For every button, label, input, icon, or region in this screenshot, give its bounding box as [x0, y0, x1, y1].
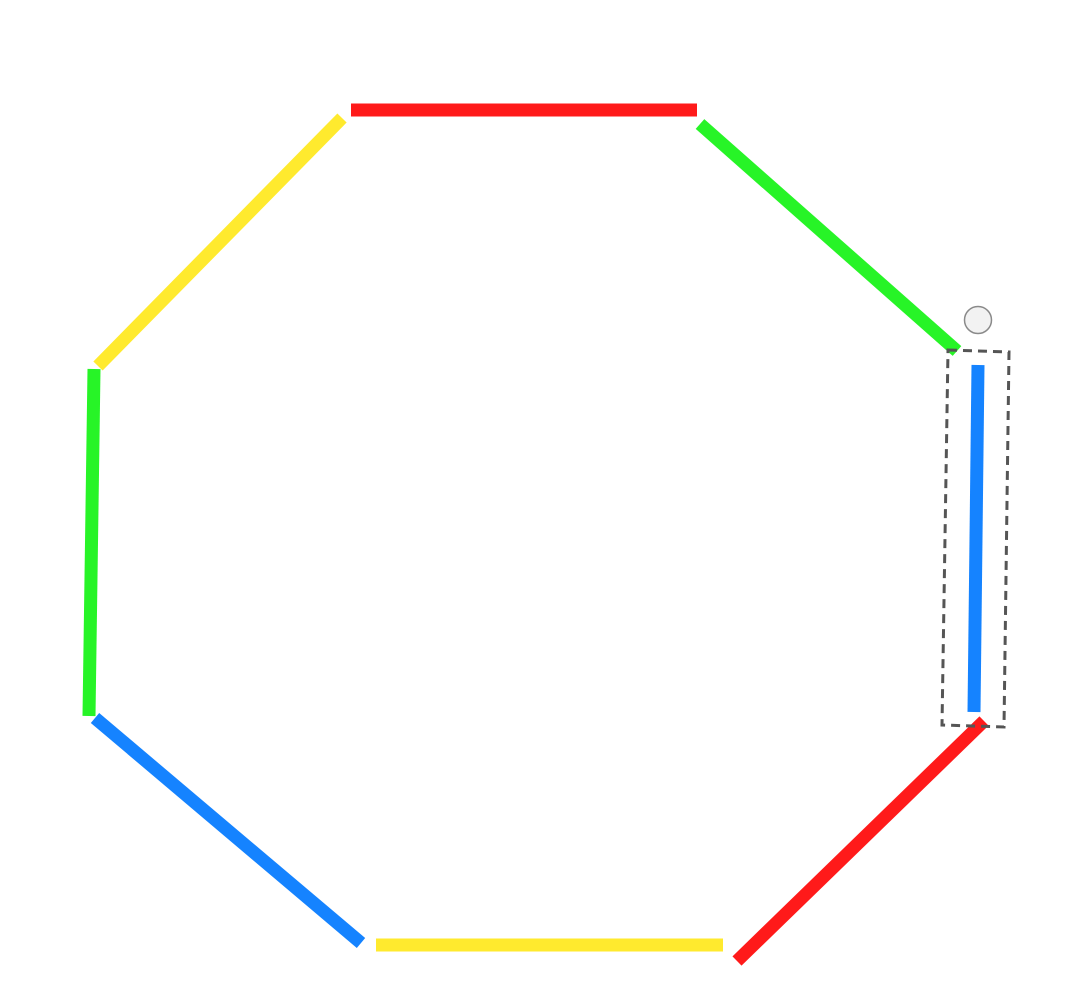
segment-left[interactable] [82, 368, 101, 717]
segment-bottom-right[interactable] [732, 716, 989, 966]
segment-top-left[interactable] [93, 113, 347, 371]
selection-box [940, 348, 1011, 729]
segment-bottom-left[interactable] [90, 713, 366, 948]
circle-handle-icon[interactable] [963, 305, 993, 335]
segment-right[interactable] [967, 364, 985, 713]
segment-top-right[interactable] [695, 119, 962, 356]
